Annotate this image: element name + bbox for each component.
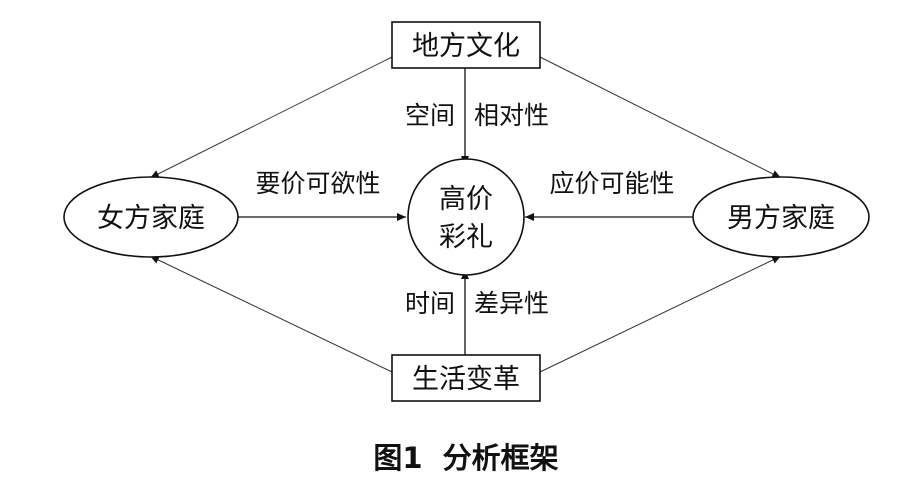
label-difference: 差异性 [474,289,549,318]
node-local-culture-label: 地方文化 [412,31,520,62]
node-life-change-label: 生活变革 [412,364,520,395]
label-relativity: 相对性 [474,101,549,130]
edges [149,56,782,373]
node-local-culture: 地方文化 [391,21,541,69]
edge-top-to-right [539,56,782,179]
figure-caption: 图1 分析框架 [373,441,558,475]
node-groom-family-label: 男方家庭 [727,203,835,234]
edge-top-to-left [149,56,393,179]
node-groom-family: 男方家庭 [692,176,870,258]
label-offering-feasibility: 应价可能性 [549,169,674,198]
edge-labels: 空间 相对性 要价可欲性 应价可能性 时间 差异性 [255,101,674,318]
label-space: 空间 [405,101,455,130]
edge-bottom-to-right [539,255,782,373]
node-high-bride-price-line1: 高价 [439,184,493,215]
label-asking-desirability: 要价可欲性 [255,169,380,198]
node-bride-family: 女方家庭 [63,176,239,258]
label-time: 时间 [405,289,455,318]
node-life-change: 生活变革 [391,354,541,402]
node-high-bride-price-line2: 彩礼 [439,222,493,253]
edge-bottom-to-left [149,255,393,373]
node-bride-family-label: 女方家庭 [97,203,205,234]
node-high-bride-price: 高价 彩礼 [407,158,525,276]
